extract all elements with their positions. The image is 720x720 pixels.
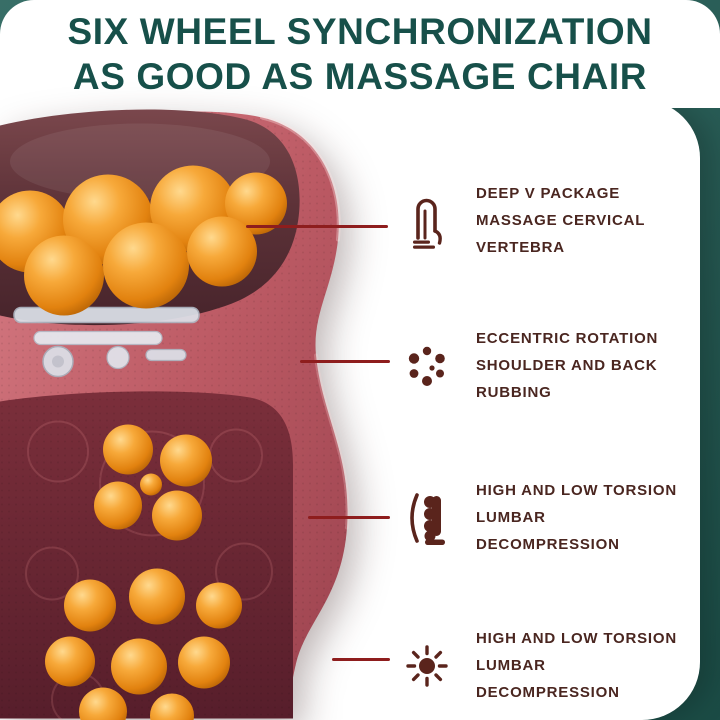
feature-line: DECOMPRESSION bbox=[476, 684, 620, 701]
feature-eccentric-rotation: ECCENTRIC ROTATION SHOULDER AND BACK RUB… bbox=[402, 325, 714, 406]
callout-line-2 bbox=[300, 360, 390, 363]
massage-cushion-illustration bbox=[0, 109, 350, 720]
feature-line: VERTEBRA bbox=[476, 239, 565, 256]
feature-line: LUMBAR bbox=[476, 509, 546, 526]
feature-cervical: DEEP V PACKAGE MASSAGE CERVICAL VERTEBRA bbox=[402, 180, 714, 261]
title-banner: SIX WHEEL SYNCHRONIZATION AS GOOD AS MAS… bbox=[0, 0, 720, 108]
page-title: SIX WHEEL SYNCHRONIZATION AS GOOD AS MAS… bbox=[0, 0, 720, 99]
feature-heat: HIGH AND LOW TORSION LUMBAR DECOMPRESSIO… bbox=[402, 625, 714, 706]
feature-line: LUMBAR bbox=[476, 657, 546, 674]
feature-line: MASSAGE CERVICAL bbox=[476, 212, 646, 229]
feature-text-torsion: HIGH AND LOW TORSION LUMBAR DECOMPRESSIO… bbox=[476, 477, 677, 558]
title-line-2: AS GOOD AS MASSAGE CHAIR bbox=[72, 56, 648, 97]
cervical-massage-icon bbox=[402, 189, 452, 253]
feature-line: DECOMPRESSION bbox=[476, 536, 620, 553]
massage-mechanism bbox=[13, 306, 200, 378]
torsion-roller-icon bbox=[402, 486, 452, 550]
feature-text-cervical: DEEP V PACKAGE MASSAGE CERVICAL VERTEBRA bbox=[476, 180, 645, 261]
heat-sun-icon bbox=[402, 634, 452, 698]
feature-line: RUBBING bbox=[476, 384, 552, 401]
feature-line: HIGH AND LOW TORSION bbox=[476, 630, 677, 647]
back-massage-balls bbox=[94, 424, 212, 541]
product-image bbox=[0, 102, 400, 720]
feature-line: HIGH AND LOW TORSION bbox=[476, 482, 677, 499]
feature-text-eccentric: ECCENTRIC ROTATION SHOULDER AND BACK RUB… bbox=[476, 325, 658, 406]
feature-line: DEEP V PACKAGE bbox=[476, 185, 621, 202]
callout-line-4 bbox=[332, 658, 390, 661]
callout-line-3 bbox=[308, 516, 390, 519]
feature-line: SHOULDER AND BACK bbox=[476, 357, 658, 374]
callout-line-1 bbox=[246, 225, 388, 228]
title-line-1: SIX WHEEL SYNCHRONIZATION bbox=[67, 11, 653, 52]
seat-massage-balls bbox=[45, 568, 242, 720]
neck-massage-balls bbox=[0, 165, 287, 316]
eccentric-rotation-icon bbox=[402, 334, 452, 398]
feature-text-heat: HIGH AND LOW TORSION LUMBAR DECOMPRESSIO… bbox=[476, 625, 677, 706]
feature-line: ECCENTRIC ROTATION bbox=[476, 330, 659, 347]
feature-torsion: HIGH AND LOW TORSION LUMBAR DECOMPRESSIO… bbox=[402, 477, 714, 558]
